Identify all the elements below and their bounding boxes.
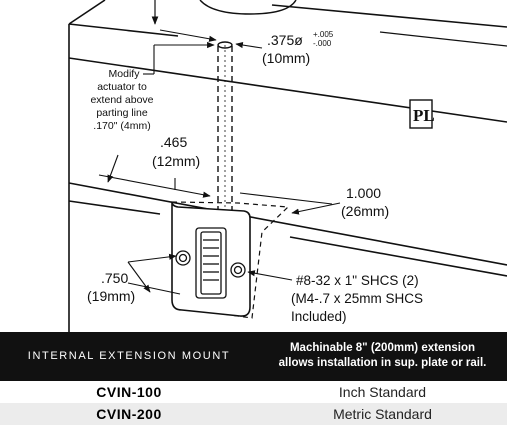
svg-text:.170" (4mm): .170" (4mm) [93,120,150,132]
svg-text:parting line: parting line [96,107,148,119]
standard-cell: Inch Standard [338,383,427,400]
hole-tol-plus: +.005 [313,30,334,39]
screw-callout-line2: (M4-.7 x 25mm SHCS [291,291,423,306]
modify-note: Modify actuator to extend above parting … [90,41,215,132]
hole-dim-leader [159,29,263,49]
dim-465-lines [98,154,211,198]
dim-465-text: .465 [160,134,187,150]
header-description-line1: Machinable 8" (200mm) extension [289,342,476,355]
dim-750-metric: (19mm) [87,288,135,304]
screw-callout-line1: #8-32 x 1" SHCS (2) [296,273,419,288]
svg-text:Modify: Modify [109,68,141,80]
dim-750-text: .750 [101,270,128,286]
table-row: CVIN-200 Metric Standard [0,402,507,425]
mount-body [171,201,290,319]
model-cell: CVIN-200 [0,402,258,425]
header-description: Machinable 8" (200mm) extension allows i… [258,332,507,381]
model-cell: CVIN-100 [96,383,162,400]
header-title: INTERNAL EXTENSION MOUNT [0,332,258,381]
pl-logo: PL [409,99,435,129]
standard-cell: Metric Standard [258,402,507,425]
spec-table: INTERNAL EXTENSION MOUNT Machinable 8" (… [0,332,507,425]
svg-text:extend above: extend above [90,94,153,106]
actuator-pin [217,41,233,210]
screw-callout-leader [247,270,293,281]
plate-outline [68,0,507,332]
dim-1000-metric: (26mm) [341,203,389,219]
svg-text:PL: PL [413,106,435,125]
dim-1000-lines [239,192,341,215]
top-boss [199,0,297,15]
technical-drawing: .375ø +.005 -.000 (10mm) Modify actuator… [68,0,507,332]
hole-metric-text: (10mm) [262,50,310,66]
dim-750-lines [127,253,181,295]
mount-slot [195,227,227,299]
table-header: INTERNAL EXTENSION MOUNT Machinable 8" (… [0,332,507,381]
table-row: CVIN-100 Inch Standard [0,381,507,403]
screw-holes [175,250,246,278]
svg-text:actuator to: actuator to [97,81,147,93]
header-description-line2: allows installation in sup. plate or rai… [278,357,487,370]
screw-callout-line3: Included) [291,309,347,324]
hole-tol-minus: -.000 [313,39,332,48]
hole-dim-text: .375ø [267,32,303,48]
dim-465-metric: (12mm) [152,153,200,169]
dim-1000-text: 1.000 [346,185,381,201]
